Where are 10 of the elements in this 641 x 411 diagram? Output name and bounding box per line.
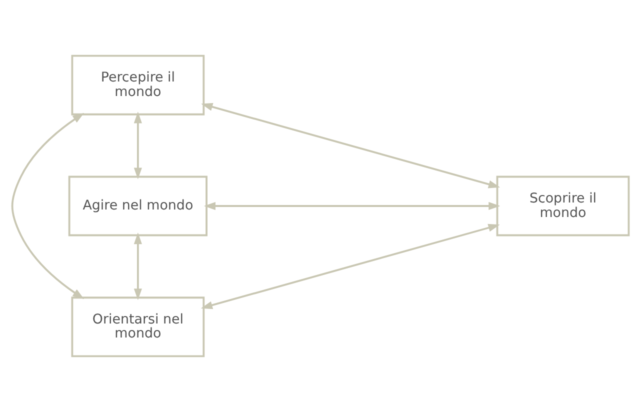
node-box: Orientarsi nel mondo [71, 296, 205, 357]
arrow [201, 102, 500, 188]
arrow [134, 232, 142, 300]
arrow [204, 201, 500, 210]
node-box: Agire nel mondo [68, 175, 208, 236]
arrow [11, 112, 84, 299]
node-box: Scoprire il mondo [496, 175, 630, 236]
arrow [134, 111, 142, 179]
node-box: Percepire il mondo [71, 54, 205, 115]
arrow [200, 223, 500, 309]
